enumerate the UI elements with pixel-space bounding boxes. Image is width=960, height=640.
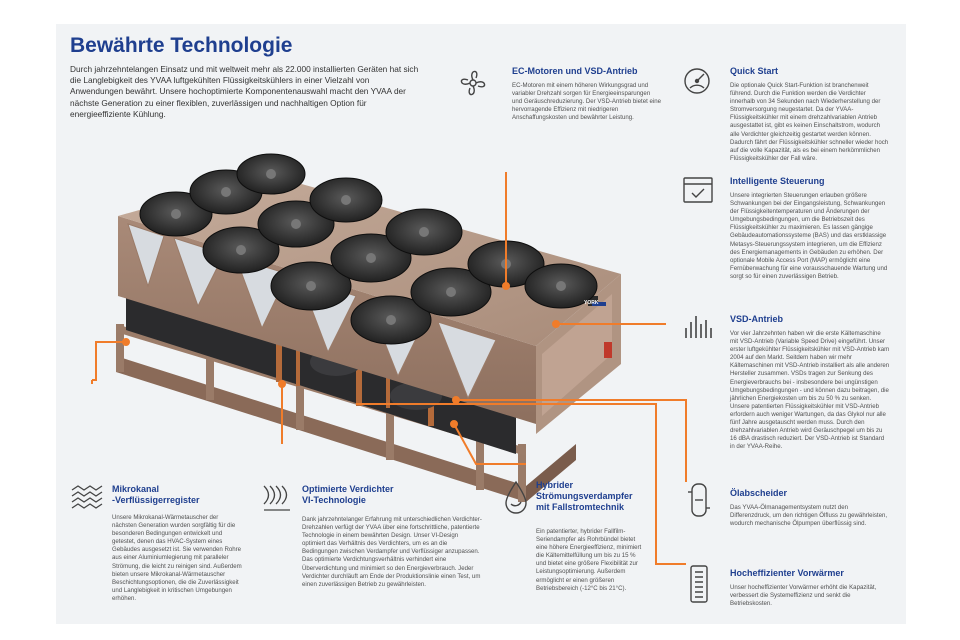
controls-title: Intelligente Steuerung [730, 176, 825, 186]
evaporator-text: Ein patentierter, hybrider Fallfilm-Seri… [536, 528, 642, 592]
evaporator-title-line1: Hybrider [536, 480, 574, 490]
oil-separator-text: Das YVAA-Ölmanagementsystem nutzt den Di… [730, 504, 888, 528]
preheater-title: Hocheffizienter Vorwärmer [730, 568, 844, 578]
oil-separator-icon [686, 482, 712, 518]
intro-text: Durch jahrzehntelangen Einsatz und mit w… [70, 64, 419, 119]
quick-start-text: Die optionale Quick Start-Funktion ist b… [730, 82, 889, 162]
vsd-title: VSD-Antrieb [730, 314, 784, 324]
fan-grid [139, 153, 598, 345]
ec-motor-text: EC-Motoren mit einem höheren Wirkungsgra… [512, 82, 662, 122]
microchannel-title-line2: -Verflüssigerregister [112, 495, 200, 505]
controls-text: Unsere integrierten Steuerungen erlauben… [730, 192, 888, 280]
evaporator-title: Hybrider Strömungsverdampfer mit Fallstr… [536, 480, 633, 513]
bars-icon [682, 314, 714, 340]
evaporator-title-line2: Strömungsverdampfer [536, 491, 633, 501]
screw-compressor-icon [262, 484, 292, 514]
microchannel-title: Mikrokanal -Verflüssigerregister [112, 484, 200, 506]
microchannel-title-line1: Mikrokanal [112, 484, 160, 494]
compressor-title-line2: VI-Technologie [302, 495, 366, 505]
compressor-title-line1: Optimierte Verdichter [302, 484, 394, 494]
oil-separator-title: Ölabscheider [730, 488, 788, 498]
brochure-page: Bewährte Technologie Durch jahrzehntelan… [56, 24, 906, 624]
fan-icon [456, 66, 490, 100]
quick-start-title: Quick Start [730, 66, 779, 76]
brand-label: YORK [584, 300, 599, 306]
microchannel-text: Unsere Mikrokanal-Wärmetauscher der näch… [112, 514, 242, 602]
page-title: Bewährte Technologie [70, 34, 293, 57]
compressor-title: Optimierte Verdichter VI-Technologie [302, 484, 394, 506]
vsd-text: Vor vier Jahrzehnten haben wir die erste… [730, 330, 890, 451]
evaporator-title-line3: mit Fallstromtechnik [536, 502, 625, 512]
ec-motor-title: EC-Motoren und VSD-Antrieb [512, 66, 638, 76]
microchannel-icon [70, 484, 104, 510]
preheater-text: Unser hocheffizienter Vorwärmer erhöht d… [730, 584, 877, 608]
compressor-text: Dank jahrzehntelanger Erfahrung mit unte… [302, 516, 482, 588]
monitor-check-icon [682, 176, 714, 206]
droplet-icon [502, 480, 530, 514]
speedometer-icon [682, 66, 712, 96]
preheater-icon [686, 564, 712, 604]
